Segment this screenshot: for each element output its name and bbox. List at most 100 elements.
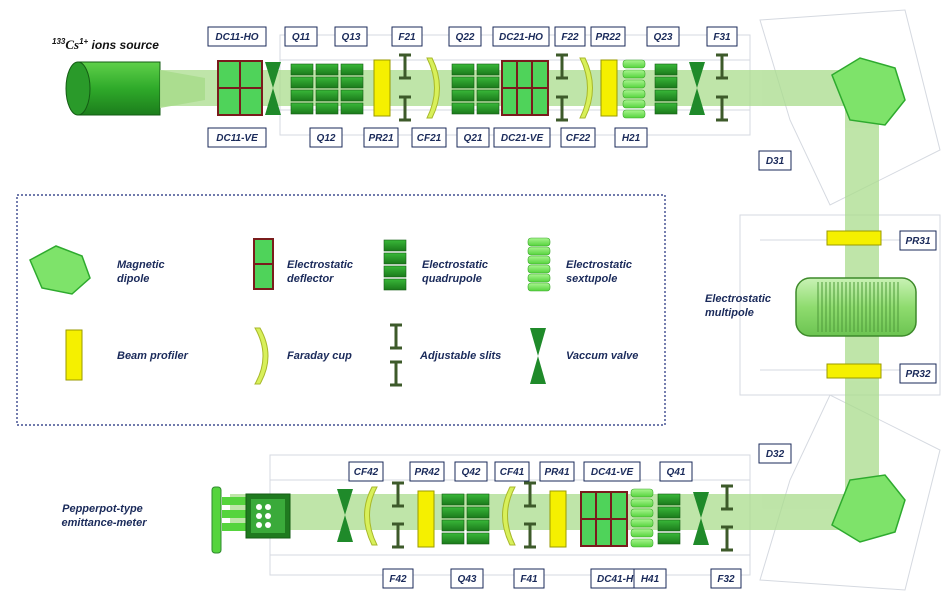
valve-top-1 bbox=[265, 62, 281, 115]
dipole-top-right bbox=[831, 57, 906, 126]
label-text: Q41 bbox=[667, 467, 686, 478]
deflector-dc21 bbox=[501, 60, 549, 116]
label-h21: H21 bbox=[614, 127, 648, 148]
label-dc11-ve: DC11-VE bbox=[207, 127, 267, 148]
faraday-cf42 bbox=[364, 486, 378, 546]
label-f42: F42 bbox=[382, 568, 414, 589]
label-dc11-ho: DC11-HO bbox=[207, 26, 267, 47]
slit-f21 bbox=[399, 53, 411, 122]
label-text: Q23 bbox=[654, 32, 673, 43]
bottom-elements bbox=[211, 481, 733, 554]
label-q42: Q42 bbox=[454, 461, 488, 482]
label-text: DC21-VE bbox=[501, 133, 544, 144]
label-f21: F21 bbox=[391, 26, 423, 47]
label-pr21: PR21 bbox=[363, 127, 399, 148]
legend-sextupole-icon bbox=[527, 237, 551, 292]
slit-f41 bbox=[524, 481, 536, 549]
profiler-pr32 bbox=[826, 363, 882, 379]
label-f41: F41 bbox=[513, 568, 545, 589]
electrostatic-multipole bbox=[795, 277, 917, 337]
quad-q23 bbox=[654, 63, 678, 115]
label-pr32: PR32 bbox=[899, 363, 937, 384]
label-f32: F32 bbox=[710, 568, 742, 589]
label-q41: Q41 bbox=[659, 461, 693, 482]
label-dc21-ho: DC21-HO bbox=[492, 26, 550, 47]
label-cf22: CF22 bbox=[560, 127, 596, 148]
label-text: F21 bbox=[398, 32, 416, 43]
label-q12: Q12 bbox=[309, 127, 343, 148]
label-pr41: PR41 bbox=[539, 461, 575, 482]
label-text: F22 bbox=[561, 32, 579, 43]
legend-faraday-label: Faraday cup bbox=[287, 350, 352, 362]
label-text: DC41-HO bbox=[597, 574, 641, 585]
profiler-pr41 bbox=[549, 490, 567, 548]
profiler-pr21 bbox=[373, 59, 391, 117]
label-q43: Q43 bbox=[450, 568, 484, 589]
faraday-cf21 bbox=[426, 57, 440, 119]
dipole-bottom-right bbox=[831, 474, 906, 543]
label-pr42: PR42 bbox=[409, 461, 445, 482]
label-q23: Q23 bbox=[646, 26, 680, 47]
quad-q11-q13 bbox=[290, 63, 364, 115]
quad-q21-q22 bbox=[451, 63, 500, 115]
emittance-meter-label: Pepperpot-type emittance-meter bbox=[62, 503, 148, 529]
label-text: Q22 bbox=[456, 32, 475, 43]
slit-f42 bbox=[392, 481, 404, 549]
label-text: PR22 bbox=[595, 32, 620, 43]
label-text: Q12 bbox=[317, 133, 336, 144]
label-q11: Q11 bbox=[284, 26, 318, 47]
label-text: CF41 bbox=[500, 467, 525, 478]
ion-source-title: 133Cs1+ ions source bbox=[52, 37, 159, 52]
label-text: Q21 bbox=[464, 133, 483, 144]
legend-profiler-label: Beam profiler bbox=[117, 350, 189, 362]
deflector-dc41 bbox=[580, 491, 628, 547]
valve-bottom-1 bbox=[337, 489, 353, 542]
label-pr31: PR31 bbox=[899, 230, 937, 251]
valve-bottom-2 bbox=[693, 492, 709, 545]
quad-q41 bbox=[657, 493, 681, 545]
faraday-cf41 bbox=[502, 486, 516, 546]
sextupole-h21 bbox=[622, 59, 646, 119]
label-text: D32 bbox=[766, 449, 785, 460]
label-text: Q13 bbox=[342, 32, 361, 43]
label-pr22: PR22 bbox=[590, 26, 626, 47]
legend-slits-icon bbox=[390, 323, 402, 387]
label-cf41: CF41 bbox=[494, 461, 530, 482]
quad-q42-q43 bbox=[441, 493, 490, 545]
multipole-label: Electrostatic multipole bbox=[705, 293, 774, 319]
label-text: DC21-HO bbox=[499, 32, 543, 43]
label-cf21: CF21 bbox=[411, 127, 447, 148]
legend-valve-icon bbox=[530, 328, 546, 384]
label-q22: Q22 bbox=[448, 26, 482, 47]
label-f22: F22 bbox=[554, 26, 586, 47]
legend-slits-label: Adjustable slits bbox=[419, 350, 501, 362]
label-text: CF42 bbox=[354, 467, 379, 478]
label-q21: Q21 bbox=[456, 127, 490, 148]
profiler-pr31 bbox=[826, 230, 882, 246]
label-text: PR31 bbox=[905, 236, 930, 247]
slit-f22 bbox=[556, 53, 568, 122]
legend-faraday-icon bbox=[254, 327, 269, 385]
label-text: F42 bbox=[389, 574, 407, 585]
label-text: DC11-VE bbox=[216, 133, 258, 144]
label-dc41-ve: DC41-VE bbox=[583, 461, 641, 482]
label-text: PR41 bbox=[544, 467, 569, 478]
legend-quadrupole-icon bbox=[383, 239, 407, 291]
label-h41: H41 bbox=[633, 568, 667, 589]
profiler-pr42 bbox=[417, 490, 435, 548]
legend-dipole-icon bbox=[29, 245, 91, 295]
label-text: F41 bbox=[520, 574, 538, 585]
label-text: Q43 bbox=[458, 574, 477, 585]
emittance-meter bbox=[211, 486, 291, 554]
label-dc21-ve: DC21-VE bbox=[493, 127, 551, 148]
label-d32: D32 bbox=[758, 443, 792, 464]
label-text: CF21 bbox=[417, 133, 442, 144]
legend-valve-label: Vaccum valve bbox=[566, 350, 638, 362]
label-text: PR21 bbox=[368, 133, 393, 144]
